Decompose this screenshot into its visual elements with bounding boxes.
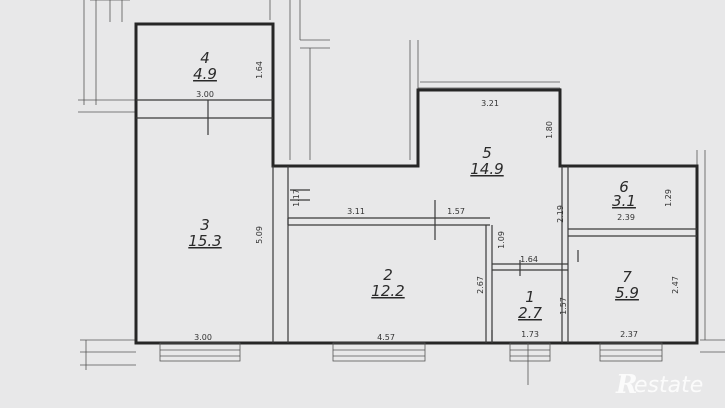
- dimension-label: 2.37: [620, 330, 638, 339]
- dimension-label: 1.09: [497, 231, 506, 249]
- svg-text:2: 2: [383, 266, 393, 284]
- svg-text:1: 1: [525, 288, 535, 306]
- dimension-label: 1.64: [255, 61, 264, 79]
- room-6-label: 6 3.1: [612, 178, 636, 210]
- windows: [159, 342, 663, 385]
- svg-text:12.2: 12.2: [371, 282, 404, 300]
- dimension-label: 1.29: [664, 189, 673, 207]
- svg-text:estate: estate: [634, 373, 703, 398]
- dimension-label: 2.19: [556, 205, 565, 223]
- dimension-label: 3.00: [196, 90, 214, 99]
- dimension-label: 3.21: [481, 99, 499, 108]
- interior-walls: [136, 99, 697, 343]
- dimension-label: 1.57: [559, 297, 568, 315]
- svg-text:5.9: 5.9: [615, 284, 639, 302]
- dimension-label: 2.47: [671, 276, 680, 294]
- dimension-label: 1.80: [545, 121, 554, 139]
- svg-text:15.3: 15.3: [188, 232, 221, 250]
- svg-text:4: 4: [200, 49, 210, 67]
- svg-text:2.7: 2.7: [518, 304, 542, 322]
- svg-text:7: 7: [622, 268, 632, 286]
- restate-watermark: R estate: [615, 370, 703, 400]
- room-7-label: 7 5.9: [615, 268, 639, 302]
- svg-text:3: 3: [200, 216, 210, 234]
- dimension-label: 4.57: [377, 333, 395, 342]
- dimension-label: 1.64: [520, 255, 538, 264]
- dimension-label: 1.17: [292, 189, 301, 207]
- svg-text:5: 5: [482, 144, 492, 162]
- svg-text:4.9: 4.9: [193, 65, 217, 83]
- svg-text:3.1: 3.1: [612, 192, 636, 210]
- dimension-label: 5.09: [255, 226, 264, 244]
- room-2-label: 2 12.2: [371, 266, 404, 300]
- dimension-label: 1.57: [447, 207, 465, 216]
- dimension-label: 3.00: [194, 333, 212, 342]
- svg-text:14.9: 14.9: [470, 160, 503, 178]
- room-4-label: 4 4.9: [193, 49, 217, 83]
- dimension-labels: 3.00 1.64 3.21 1.80 1.17 5.09 3.11 1.57 …: [194, 61, 680, 342]
- dimension-label: 3.11: [347, 207, 365, 216]
- dimension-label: 2.67: [476, 276, 485, 294]
- room-1-label: 1 2.7: [518, 288, 542, 322]
- room-3-label: 3 15.3: [188, 216, 221, 250]
- svg-text:R: R: [615, 370, 638, 400]
- dimension-label: 1.73: [521, 330, 539, 339]
- room-5-label: 5 14.9: [470, 144, 503, 178]
- svg-text:6: 6: [619, 178, 629, 196]
- dimension-label: 2.39: [617, 213, 635, 222]
